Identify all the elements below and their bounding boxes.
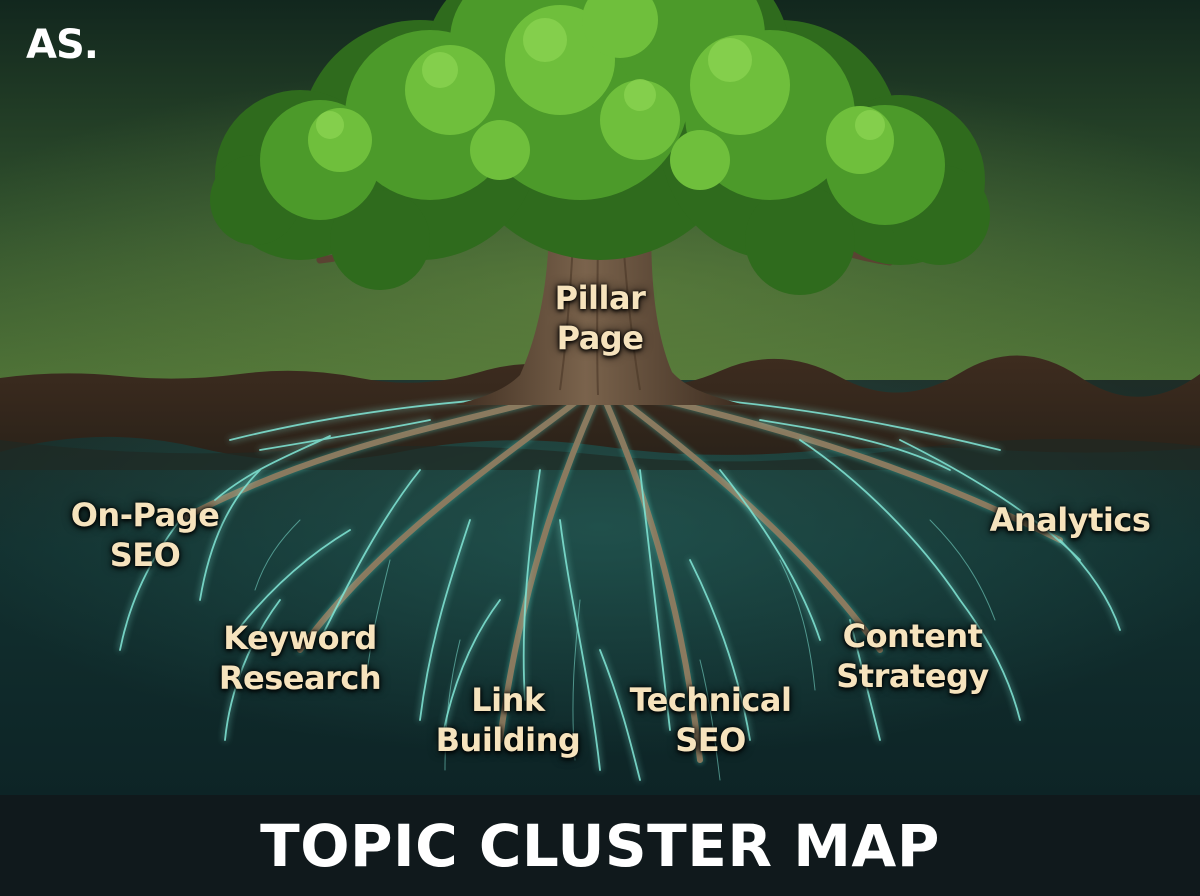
content-strategy-line2: Strategy [836, 657, 989, 695]
link-building-line2: Building [435, 721, 581, 759]
page-title: TOPIC CLUSTER MAP [260, 812, 940, 880]
keyword-research-line2: Research [218, 659, 382, 697]
technical-seo-line1: Technical [629, 681, 792, 719]
keyword-research-line1: Keyword [223, 619, 377, 657]
tree-canopy [210, 0, 990, 295]
brand-logo: AS. [26, 22, 99, 68]
pillar-page-label: Pillar Page [530, 278, 670, 358]
cluster-analytics: Analytics [980, 500, 1160, 540]
on-page-seo-line1: On-Page [70, 496, 220, 534]
soil-layer [0, 355, 1200, 462]
content-strategy-line1: Content [842, 617, 983, 655]
cluster-link-building: Link Building [428, 680, 588, 760]
pillar-page-line2: Page [556, 319, 644, 357]
footer-bar: TOPIC CLUSTER MAP [0, 795, 1200, 896]
tree-trunk [455, 185, 745, 405]
cluster-content-strategy: Content Strategy [830, 616, 995, 696]
link-building-line1: Link [471, 681, 545, 719]
cluster-technical-seo: Technical SEO [618, 680, 803, 760]
analytics-line1: Analytics [989, 501, 1151, 539]
technical-seo-line2: SEO [675, 721, 746, 759]
pillar-page-line1: Pillar [554, 279, 646, 317]
on-page-seo-line2: SEO [109, 536, 181, 574]
cluster-keyword-research: Keyword Research [210, 618, 390, 698]
cluster-on-page-seo: On-Page SEO [55, 495, 235, 575]
